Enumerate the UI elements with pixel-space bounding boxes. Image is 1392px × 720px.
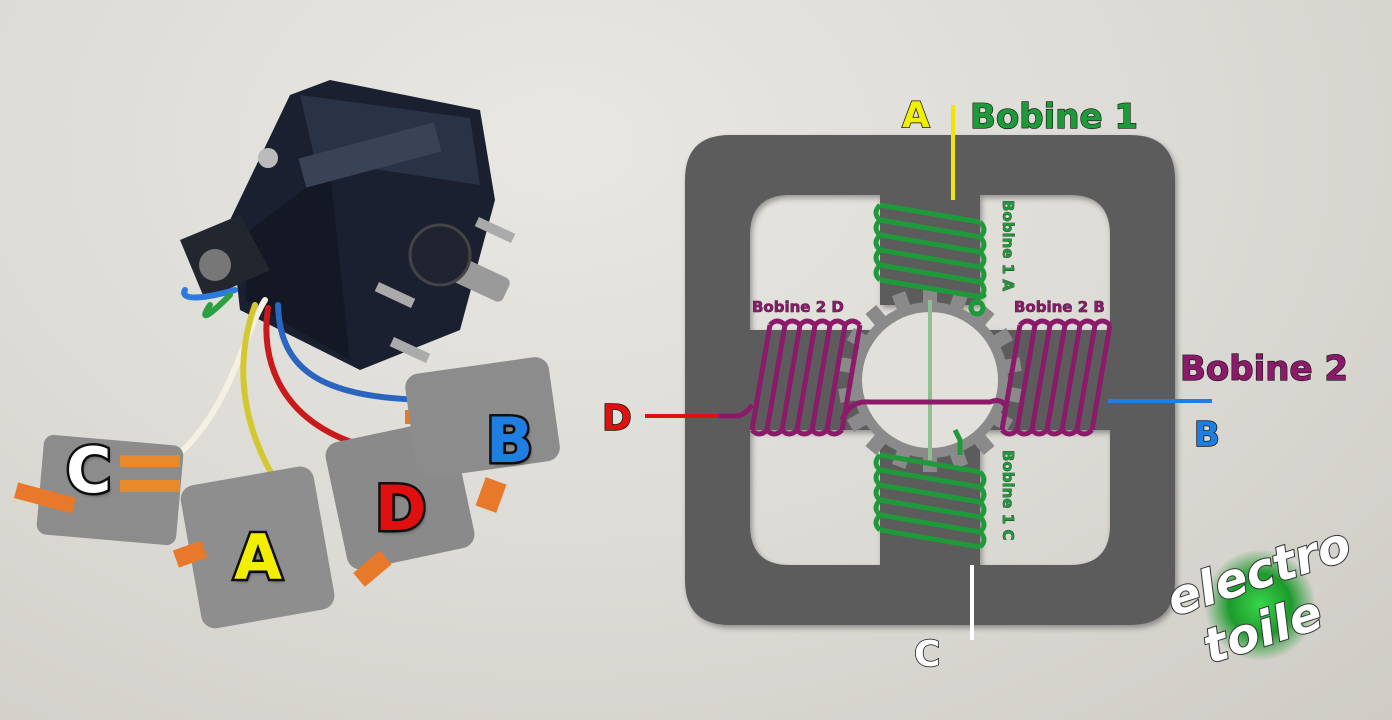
logo-glow <box>1205 550 1315 660</box>
label-connector-b: B <box>483 404 535 477</box>
coil-1c <box>873 428 987 550</box>
terminal-a-label: A <box>902 95 930 136</box>
label-connector-a: A <box>232 521 285 594</box>
coil-1c-label: Bobine 1 C <box>999 450 1017 540</box>
gear-tooth <box>846 410 870 433</box>
wire-d-coil <box>718 403 755 419</box>
label-connector-c: C <box>64 434 114 507</box>
motor-photo <box>13 80 560 629</box>
gear-tooth <box>891 291 912 313</box>
coil-1a-label: Bobine 1 A <box>999 200 1017 291</box>
gear-tooth <box>972 305 995 328</box>
coil-2d-label: Bobine 2 D <box>752 298 844 316</box>
gear-tooth <box>948 447 969 469</box>
coil-2-title: Bobine 2 <box>1180 349 1348 389</box>
wago-connector-a <box>172 466 335 629</box>
gear-tooth <box>923 288 937 306</box>
electrotoile-logo: electro toile <box>1150 515 1360 700</box>
wago-connector-b <box>405 357 560 513</box>
terminal-b-label: B <box>1194 415 1220 455</box>
coil-2b <box>999 318 1113 437</box>
gear-tooth <box>990 327 1014 350</box>
coil-1a <box>873 202 987 317</box>
label-connector-d: D <box>372 472 429 545</box>
gear-tooth <box>865 432 888 455</box>
coil-2b-label: Bobine 2 B <box>1014 298 1105 316</box>
terminal-d-label: D <box>602 398 632 439</box>
gear-tooth <box>865 305 888 328</box>
coil-2d <box>749 318 863 437</box>
wago-connector-c <box>13 434 184 546</box>
coil-1-title: Bobine 1 <box>970 97 1138 137</box>
terminal-c-label: C <box>914 634 940 675</box>
rotor-gear <box>838 288 1022 472</box>
stepper-coil-diagram: A Bobine 1 Bobine 1 A Bobine 1 C Bobine … <box>601 94 1348 676</box>
coil-2-link <box>839 398 1008 422</box>
gear-tooth <box>972 432 995 455</box>
motor-wires <box>157 287 443 483</box>
stepper-motor <box>180 80 516 370</box>
